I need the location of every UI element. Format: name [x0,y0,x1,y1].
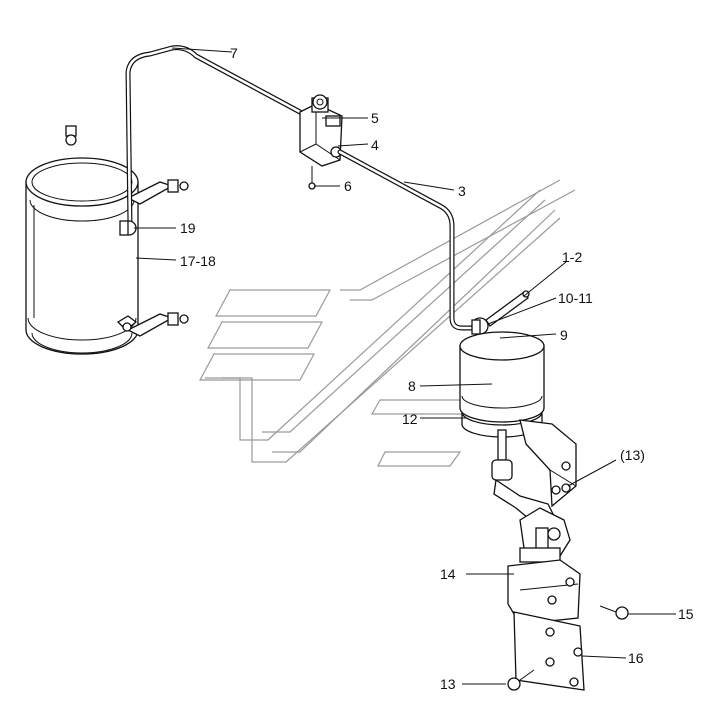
callout-15: 15 [678,606,694,622]
callout-5: 5 [371,110,379,126]
leader-lines [134,47,676,685]
chamber-fitting [471,290,530,335]
brake-chamber [459,331,545,438]
linkage [519,507,571,563]
callout-19: 19 [180,220,196,236]
callout-17-18: 17-18 [180,253,216,269]
lower-bracket [507,559,585,691]
callout-13-paren: (13) [620,447,645,463]
bolt-15 [599,605,629,620]
tank-top-bolt [65,125,77,146]
callout-7: 7 [230,45,238,61]
tank-strap-bottom [116,312,189,337]
callout-8: 8 [408,378,416,394]
callout-14: 14 [440,566,456,582]
watermark-logo [198,179,576,467]
callout-1-2: 1-2 [562,249,582,265]
callout-10-11: 10-11 [558,290,593,306]
air-pipe-7 [125,45,303,229]
tank-strap-top [126,179,189,205]
valve-assembly [299,94,343,167]
callout-4: 4 [371,137,379,153]
callout-6: 6 [344,178,352,194]
air-pipe-3 [337,149,477,331]
callout-3: 3 [458,183,466,199]
air-tank [25,157,139,355]
callout-13: 13 [440,676,456,692]
chamber-bracket [519,419,577,508]
callout-16: 16 [628,650,644,666]
callout-12: 12 [402,411,418,427]
callout-9: 9 [560,327,568,343]
bolt-13 [507,669,535,691]
pipe-fitting-19 [119,220,137,236]
